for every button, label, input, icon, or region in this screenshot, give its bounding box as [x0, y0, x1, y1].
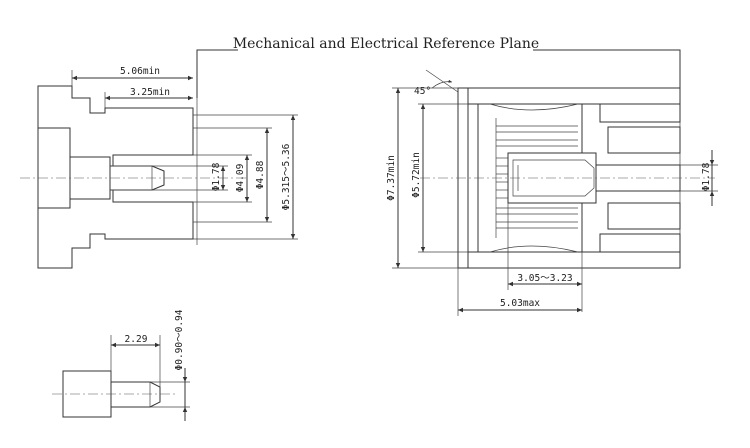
dim-length-inner: 3.25min: [130, 87, 170, 98]
right-connector-section: [420, 87, 715, 269]
dim-d-inner-right: Φ5.72min: [411, 152, 422, 198]
dim-pin-diameter: Φ0.90～0.94: [174, 309, 185, 370]
dim-d-outer: Φ5.315～5.36: [281, 143, 292, 210]
dim-chamfer-angle: 45°: [414, 86, 431, 97]
pin-detail: [52, 370, 175, 418]
dim-length-outer: 5.06min: [120, 66, 160, 77]
dim-total-length: 5.03max: [500, 298, 540, 309]
left-dimensions: 5.06min 3.25min Φ1.78 Φ4.09 Φ4.88 Φ5.315…: [71, 66, 298, 240]
reference-plane-title: Mechanical and Electrical Reference Plan…: [233, 36, 539, 52]
reference-plane-lines: [196, 49, 681, 265]
dim-d-body: Φ7.37min: [386, 155, 397, 201]
dim-pin-length: 2.29: [125, 334, 148, 345]
dim-socket-depth: 3.05～3.23: [517, 273, 572, 284]
dim-d-pin-right: Φ1.78: [701, 162, 712, 191]
dim-d-inner-left: Φ4.88: [255, 160, 266, 189]
pin-dimensions: 2.29 Φ0.90～0.94: [110, 309, 190, 421]
right-dimensions: 45° Φ7.37min Φ5.72min Φ1.78 3.05～3.23 5.…: [386, 69, 718, 316]
dim-d-pin-left: Φ1.78: [211, 162, 222, 191]
contact-fingers: [495, 118, 578, 238]
dim-d-bore: Φ4.09: [235, 163, 246, 192]
